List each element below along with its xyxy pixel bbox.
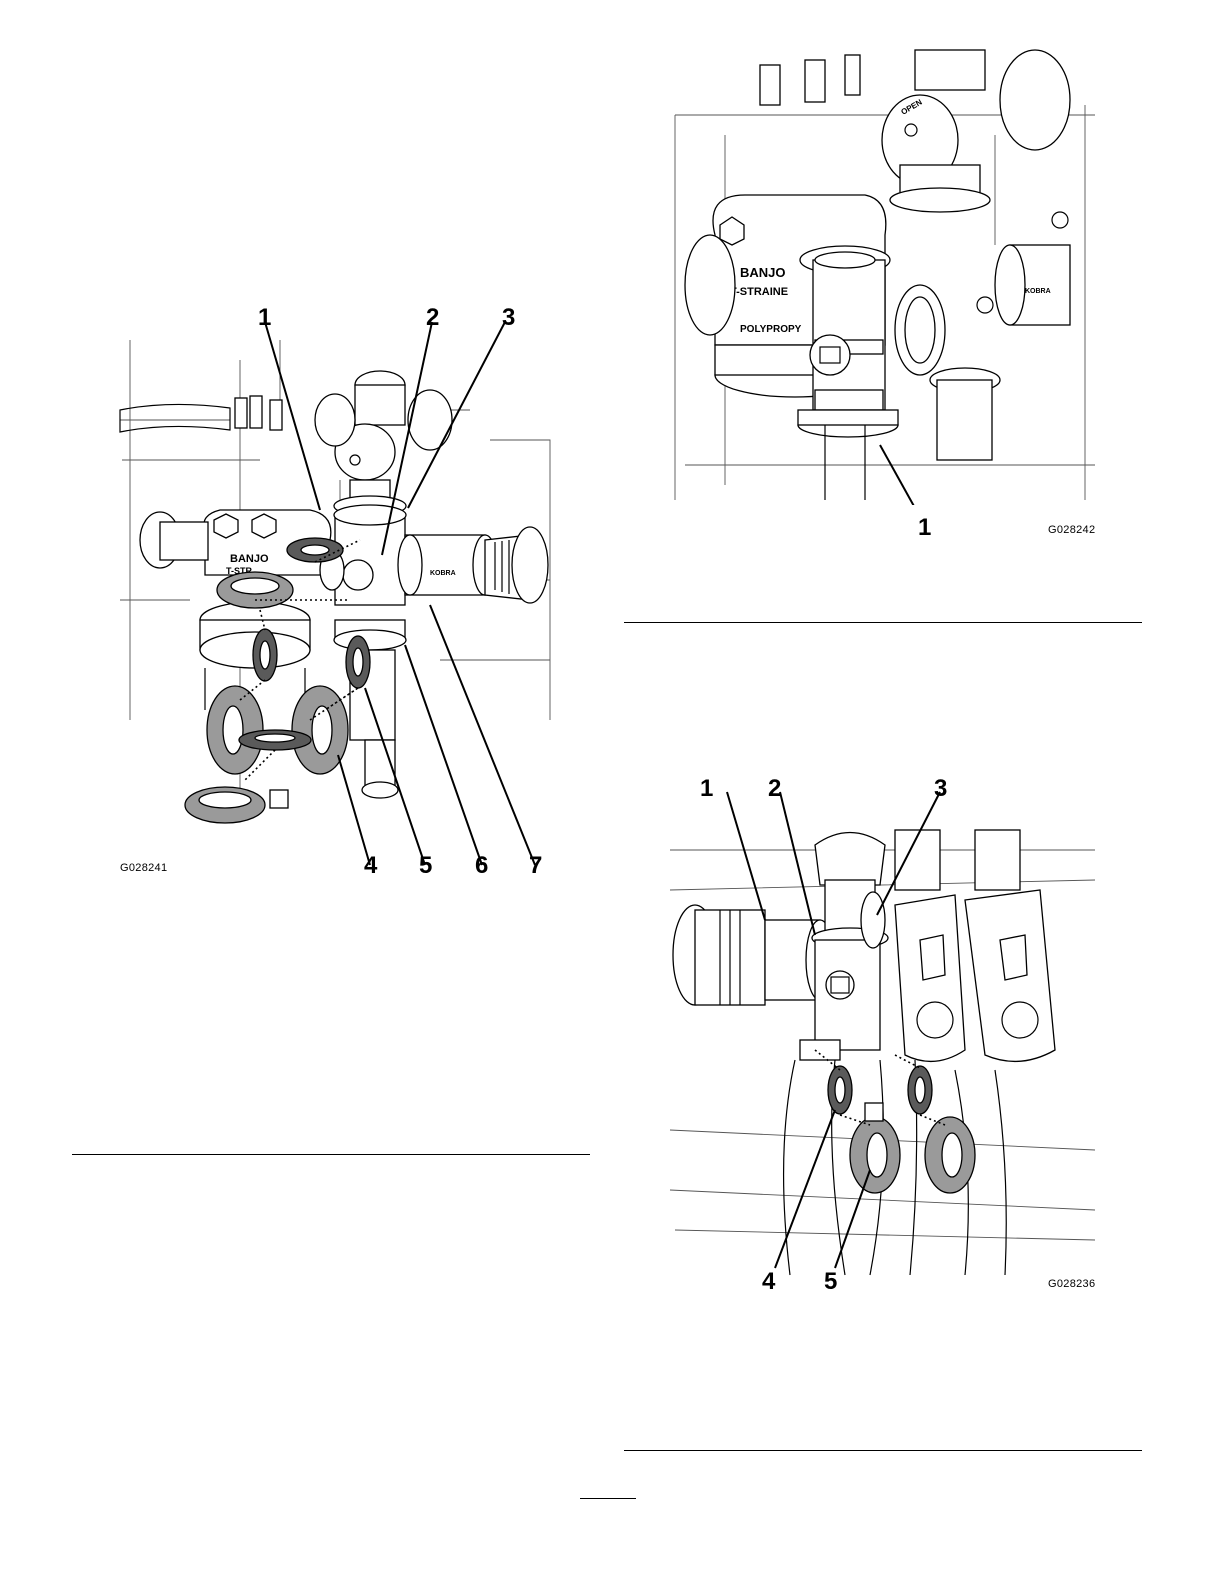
- footer-rule: [580, 1498, 636, 1499]
- figure-id-g028242: G028242: [1048, 524, 1095, 536]
- figure-g028236-illustration: [665, 770, 1100, 1280]
- figure-divider-right-bottom: [624, 1450, 1142, 1451]
- fig3-callout-1: 1: [700, 777, 713, 801]
- fig1-callout-3: 3: [502, 306, 515, 330]
- fig1-callout-1: 1: [258, 306, 271, 330]
- fig3-callout-2: 2: [768, 777, 781, 801]
- figure-g028242: OPEN BANJO T-STRAINE POLYPROPY KOBRA: [665, 45, 1100, 505]
- svg-text:KOBRA: KOBRA: [430, 570, 456, 577]
- strainer-label-2: T-STRAINE: [730, 286, 788, 298]
- svg-text:KOBRA: KOBRA: [1025, 288, 1051, 295]
- material-label-2: POLYPROPY: [740, 324, 802, 335]
- banjo-label: BANJO: [230, 553, 269, 565]
- fig2-callout-1: 1: [918, 516, 931, 540]
- figure-g028242-illustration: OPEN BANJO T-STRAINE POLYPROPY KOBRA: [665, 45, 1100, 505]
- fig3-callout-3: 3: [934, 777, 947, 801]
- fig3-callout-4: 4: [762, 1270, 775, 1294]
- figure-id-g028241: G028241: [120, 862, 167, 874]
- fig1-callout-7: 7: [529, 854, 542, 878]
- banjo-label-2: BANJO: [740, 265, 786, 280]
- figure-g028241: BANJO T-STR KOBRA: [110, 300, 590, 890]
- fig1-callout-2: 2: [426, 306, 439, 330]
- figure-g028241-illustration: BANJO T-STR KOBRA: [110, 300, 590, 890]
- figure-divider-right-top: [624, 622, 1142, 623]
- fig1-callout-5: 5: [419, 854, 432, 878]
- figure-g028236: [665, 770, 1100, 1280]
- figure-divider-left: [72, 1154, 590, 1155]
- figure-id-g028236: G028236: [1048, 1278, 1095, 1290]
- fig1-callout-4: 4: [364, 854, 377, 878]
- fig1-callout-6: 6: [475, 854, 488, 878]
- fig3-callout-5: 5: [824, 1270, 837, 1294]
